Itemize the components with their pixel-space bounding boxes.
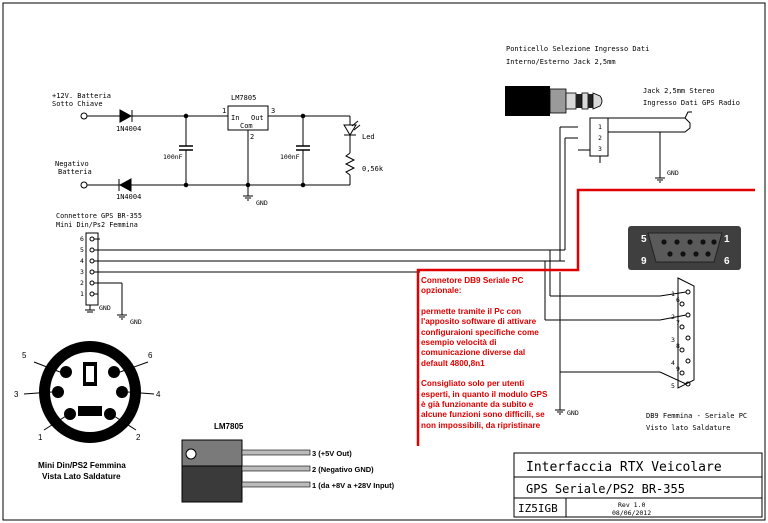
battery-label-2: Sotto Chiave (52, 100, 103, 108)
jack-plug (505, 86, 603, 116)
lm7805-package (181, 439, 311, 503)
regulator-label: LM7805 (231, 94, 256, 102)
cap-2-label: 100nF (280, 153, 300, 161)
db9-pin-4: 4 (671, 359, 675, 367)
gnd-label-reg: GND (256, 199, 268, 207)
minidin-caption-1: Mini Din/PS2 Femmina (38, 461, 126, 470)
minidin-pin-5: 5 (22, 351, 27, 360)
jumper-label-2: Interno/Esterno Jack 2,5mm (506, 58, 616, 66)
title-sub: GPS Seriale/PS2 BR-355 (526, 482, 685, 496)
gps-pin-2: 2 (80, 279, 84, 287)
gnd-label-db9: GND (567, 409, 579, 417)
minidin-pin-6: 6 (148, 351, 153, 360)
lm-package-title: LM7805 (214, 422, 244, 431)
note-warning: Consigliato solo per utenti esperti, in … (421, 379, 548, 430)
minidin-socket (39, 341, 141, 443)
note-title: Connetore DB9 Seriale PC opzionale: (421, 276, 524, 296)
minidin-caption-2: Vista Lato Saldature (42, 472, 121, 481)
title-block (513, 452, 763, 518)
reg-pin-com: 2 (250, 133, 254, 141)
title-author: IZ5IGB (518, 502, 558, 515)
title-date: 08/06/2012 (612, 509, 651, 517)
negative-label-2: Batteria (58, 168, 92, 176)
title-rev: Rev 1.0 (618, 501, 645, 509)
db9-label-1: DB9 Femmina - Seriale PC (646, 412, 747, 420)
jack-pin-2: 2 (598, 134, 602, 142)
jack-label-1: Jack 2,5mm Stereo (643, 87, 715, 95)
note-body: permette tramite il Pc con l'apposito so… (421, 306, 539, 368)
power-section (80, 105, 361, 201)
diode-2-symbol (118, 178, 132, 192)
led-label: Led (362, 133, 375, 141)
gnd-label-jack: GND (667, 169, 679, 177)
negative-label-1: Negativo (55, 160, 89, 168)
gps-pin-1: 1 (80, 290, 84, 298)
diode-1-label: 1N4004 (116, 125, 141, 133)
optional-db9-note: Connetore DB9 Seriale PC opzionale: perm… (421, 276, 549, 431)
db9-connector (659, 277, 695, 389)
gps-pin-6: 6 (80, 235, 84, 243)
reg-out-label: Out (251, 114, 264, 122)
gps-connector-label-1: Connettore GPS BR-355 (56, 212, 142, 220)
resistor-label: 0,56k (362, 165, 384, 173)
db9-pin-7: 7 (676, 319, 680, 327)
minidin-pin-1: 1 (38, 433, 43, 442)
db9-label-2: Visto lato Saldature (646, 424, 730, 432)
reg-in-label: In (231, 114, 239, 122)
db9-photo-pin-1: 1 (724, 234, 730, 245)
diode-2-label: 1N4004 (116, 193, 141, 201)
db9-pin-3: 3 (671, 336, 675, 344)
gps-connector-label-2: Mini Din/Ps2 Femmina (56, 221, 138, 229)
gps-connector (85, 126, 660, 410)
jack-label-2: Ingresso Dati GPS Radio (643, 99, 740, 107)
db9-pin-2: 2 (671, 313, 675, 321)
diode-1-symbol (119, 109, 133, 123)
battery-terminal (80, 112, 88, 120)
title-main: Interfaccia RTX Veicolare (526, 460, 722, 475)
reg-com-label: Com (240, 122, 253, 130)
minidin-pin-4: 4 (156, 390, 161, 399)
negative-terminal (80, 181, 88, 189)
db9-pin-5: 5 (671, 382, 675, 390)
gps-pin-3: 3 (80, 268, 84, 276)
cap-1-label: 100nF (163, 153, 183, 161)
db9-photo-pin-6: 6 (724, 256, 730, 267)
jumper-label-1: Ponticello Selezione Ingresso Dati (506, 45, 649, 53)
gps-pin-4: 4 (80, 257, 84, 265)
gnd-label-connector: GND (99, 304, 111, 312)
gnd-db9-symbol (555, 409, 565, 415)
jack-pin-3: 3 (598, 145, 602, 153)
db9-pin-1: 1 (671, 290, 675, 298)
db9-photo (628, 226, 741, 270)
db9-photo-pin-5: 5 (641, 234, 647, 245)
battery-label-1: +12V. Batteria (52, 92, 111, 100)
db9-pin-9: 9 (676, 365, 680, 373)
reg-pin-in: 1 (222, 107, 226, 115)
gps-pin-5: 5 (80, 246, 84, 254)
db9-pin-6: 6 (676, 296, 680, 304)
reg-pin-out: 3 (271, 107, 275, 115)
optional-section-border (416, 188, 755, 446)
minidin-pin-2: 2 (136, 433, 141, 442)
db9-photo-pin-9: 9 (641, 256, 647, 267)
lm-pin-3-label: 3 (+5V Out) (312, 449, 352, 458)
lm-pin-2-label: 2 (Negativo GND) (312, 465, 374, 474)
lm-pin-1-label: 1 (da +8V a +28V Input) (312, 481, 395, 490)
jack-pin-1: 1 (598, 123, 602, 131)
db9-pin-8: 8 (676, 342, 680, 350)
minidin-pin-3: 3 (14, 390, 19, 399)
gnd-label-connector-2: GND (130, 318, 142, 326)
jack-socket (589, 111, 692, 183)
